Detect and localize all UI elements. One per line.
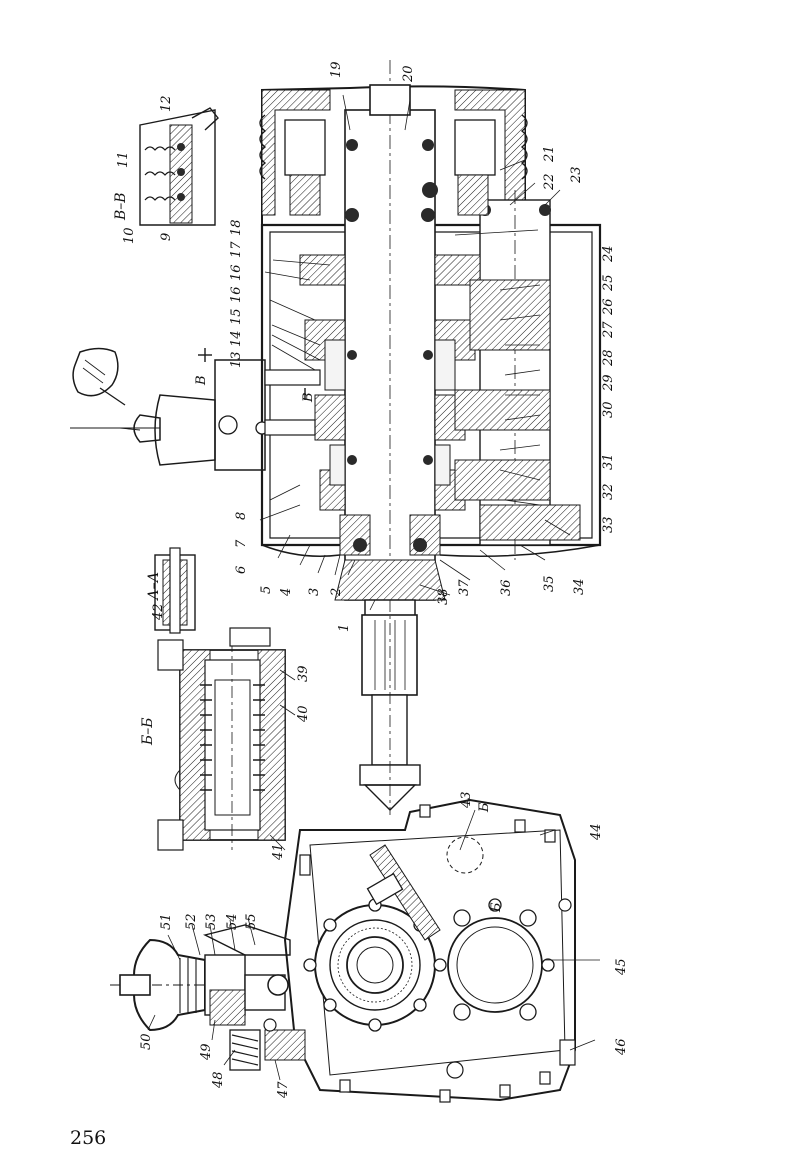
callout-3: 3 <box>307 588 322 596</box>
callout-42: 42 <box>151 603 166 621</box>
callout-5: 5 <box>259 586 274 594</box>
callout-44: 44 <box>589 823 604 841</box>
cut-mark-b1: Б <box>477 802 492 813</box>
callout-33: 33 <box>601 516 616 533</box>
callout-41: 41 <box>271 843 286 861</box>
callout-30: 30 <box>601 401 616 418</box>
gearbox-end-view <box>285 800 600 1102</box>
callout-14: 14 <box>229 330 244 347</box>
callout-12: 12 <box>159 95 174 112</box>
callout-8: 8 <box>234 512 249 520</box>
callout-11: 11 <box>116 151 131 168</box>
callout-31: 31 <box>601 453 616 470</box>
callout-53: 53 <box>204 913 219 930</box>
callout-50: 50 <box>139 1033 154 1050</box>
callout-4: 4 <box>279 588 294 597</box>
callout-18: 18 <box>229 219 244 236</box>
callout-2: 2 <box>329 588 344 597</box>
callout-13: 13 <box>229 351 244 368</box>
section-label-bb: Б–Б <box>140 717 156 746</box>
cut-mark-v1: В <box>194 375 209 386</box>
callout-37: 37 <box>457 579 472 596</box>
callout-1: 1 <box>337 624 352 632</box>
callout-16b: 16 <box>229 286 244 303</box>
callout-21: 21 <box>542 145 557 163</box>
callout-20: 20 <box>401 65 416 83</box>
section-vv-detail <box>140 108 218 225</box>
callout-15: 15 <box>229 308 244 325</box>
callout-47: 47 <box>276 1081 291 1099</box>
callout-22: 22 <box>542 173 557 191</box>
callout-51: 51 <box>159 913 174 930</box>
callout-40: 40 <box>296 705 311 723</box>
callout-35: 35 <box>542 575 557 592</box>
callout-23: 23 <box>569 166 584 184</box>
callout-48: 48 <box>211 1071 226 1089</box>
callout-19: 19 <box>329 61 344 78</box>
callout-28: 28 <box>601 349 616 367</box>
cut-mark-b2: Б <box>489 902 504 913</box>
section-bb-detail <box>158 628 295 850</box>
callout-45: 45 <box>614 958 629 976</box>
callout-29: 29 <box>601 374 616 392</box>
callout-54: 54 <box>225 913 240 930</box>
callout-25: 25 <box>601 274 616 292</box>
callout-36: 36 <box>499 579 514 596</box>
callout-39: 39 <box>296 665 311 682</box>
callout-6: 6 <box>234 566 249 574</box>
callout-43: 43 <box>459 791 474 809</box>
page-number: 256 <box>70 1127 106 1149</box>
cut-mark-v2: В <box>301 392 316 403</box>
callout-52: 52 <box>184 913 199 930</box>
section-label-aa: А–А <box>146 572 162 601</box>
callout-55: 55 <box>244 913 259 930</box>
callout-32: 32 <box>601 483 616 500</box>
callout-9: 9 <box>159 233 174 241</box>
callout-16a: 16 <box>229 264 244 281</box>
callout-27: 27 <box>601 321 616 339</box>
callout-26: 26 <box>601 298 616 316</box>
callout-17: 17 <box>229 241 244 258</box>
callout-34: 34 <box>572 578 587 595</box>
callout-10: 10 <box>122 227 137 244</box>
callout-7: 7 <box>234 539 249 548</box>
callout-49: 49 <box>199 1043 214 1061</box>
callout-38: 38 <box>436 588 451 605</box>
cardan-shaft-detail <box>360 600 420 815</box>
section-label-vv: В–В <box>113 192 129 221</box>
callout-24: 24 <box>601 245 616 263</box>
callout-46: 46 <box>614 1038 629 1056</box>
